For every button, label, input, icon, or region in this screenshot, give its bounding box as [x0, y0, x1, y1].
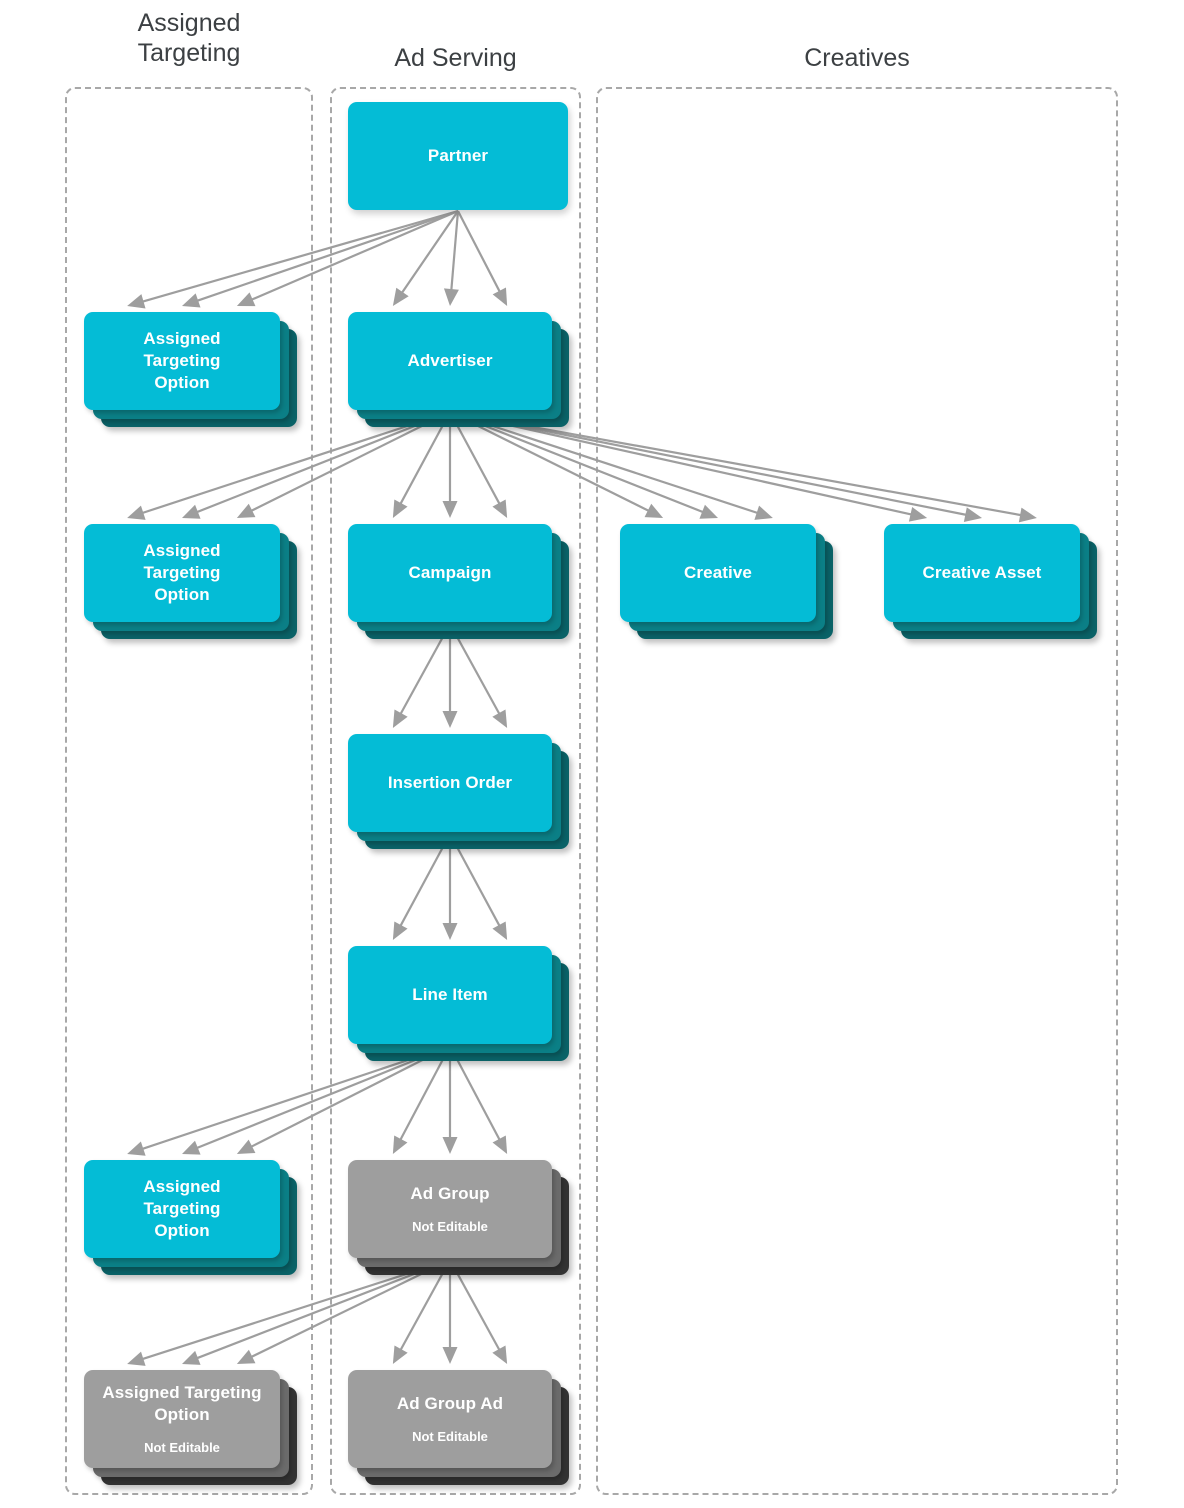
node-title: Creative — [684, 563, 752, 582]
node-face-line-item: Line Item — [348, 946, 552, 1044]
column-header-ad-serving: Ad Serving — [394, 44, 517, 72]
node-creative-asset: Creative Asset — [884, 524, 1100, 642]
node-face-campaign: Campaign — [348, 524, 552, 622]
group-container-ad-serving — [330, 87, 581, 1495]
node-face-advertiser: Advertiser — [348, 312, 552, 410]
node-campaign: Campaign — [348, 524, 572, 642]
node-face-ato-partner: Assigned Targeting Option — [84, 312, 280, 410]
node-face-insertion-order: Insertion Order — [348, 734, 552, 832]
node-title: Assigned Targeting Option — [143, 329, 221, 392]
node-title: Assigned Targeting Option — [143, 1177, 221, 1240]
node-creative: Creative — [620, 524, 836, 642]
column-header-assigned-targeting: Assigned Targeting — [137, 9, 241, 67]
node-title: Partner — [427, 146, 489, 165]
group-container-creatives — [596, 87, 1118, 1495]
node-face-ato-advertiser: Assigned Targeting Option — [84, 524, 280, 622]
node-face-ato-line-item: Assigned Targeting Option — [84, 1160, 280, 1258]
node-face-partner: Partner — [348, 102, 568, 210]
group-container-assigned-targeting — [65, 87, 313, 1495]
node-ato-line-item: Assigned Targeting Option — [84, 1160, 300, 1278]
node-line-item: Line Item — [348, 946, 572, 1064]
node-face-ad-group-ad: Ad Group Ad Not Editable — [348, 1370, 552, 1468]
node-title: Creative Asset — [922, 563, 1042, 582]
column-header-creatives: Creatives — [804, 44, 910, 72]
node-face-creative: Creative — [620, 524, 816, 622]
node-title: Campaign — [408, 563, 492, 582]
node-face-creative-asset: Creative Asset — [884, 524, 1080, 622]
node-title: Assigned Targeting Option — [143, 541, 221, 604]
node-ato-partner: Assigned Targeting Option — [84, 312, 300, 430]
node-advertiser: Advertiser — [348, 312, 572, 430]
node-subtitle: Not Editable — [144, 1440, 220, 1455]
node-title: Insertion Order — [387, 773, 513, 792]
node-ato-advertiser: Assigned Targeting Option — [84, 524, 300, 642]
node-title: Assigned Targeting Option — [102, 1383, 262, 1424]
node-title: Line Item — [412, 985, 488, 1004]
node-ad-group-ad: Ad Group Ad Not Editable — [348, 1370, 572, 1488]
node-insertion-order: Insertion Order — [348, 734, 572, 852]
node-title: Ad Group Ad — [396, 1394, 504, 1413]
node-subtitle: Not Editable — [412, 1429, 488, 1444]
node-title: Advertiser — [407, 351, 493, 370]
node-subtitle: Not Editable — [412, 1219, 488, 1234]
node-partner: Partner — [348, 102, 588, 230]
node-title: Ad Group — [410, 1184, 490, 1203]
